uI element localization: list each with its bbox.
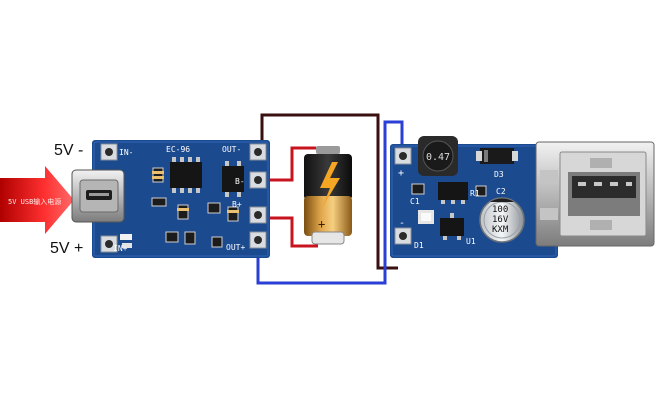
red-wire-b-minus — [250, 146, 316, 182]
silk-out-minus: OUT- — [222, 145, 241, 154]
cap-line-2: 16V — [492, 215, 509, 225]
battery-plus-sign: + — [318, 217, 325, 231]
input-arrow-label: 5V USB输入电源 — [8, 197, 61, 206]
battery: + — [304, 146, 352, 245]
silk-d3: D3 — [494, 170, 504, 179]
silk-ec96: EC-96 — [166, 145, 190, 154]
diode-d3 — [480, 148, 514, 164]
silk-plus: + — [398, 168, 404, 179]
silk-minus: - — [399, 218, 405, 229]
red-wire-b-plus — [250, 216, 318, 248]
silk-in-minus: IN- — [119, 148, 133, 157]
silk-d1: D1 — [414, 241, 424, 250]
boost-ic — [438, 182, 468, 200]
inductor: 0.47 — [418, 136, 458, 176]
wires — [250, 113, 404, 285]
lightning-icon — [320, 162, 340, 208]
blue-wire — [256, 120, 404, 285]
boost-ic-u1 — [440, 218, 464, 236]
boost-board: 0.47 100 16V KXM — [390, 136, 655, 258]
silk-in-plus: IN+ — [113, 244, 128, 253]
charger-ic — [170, 162, 202, 188]
silk-r: R1 — [470, 189, 480, 198]
silk-u1: U1 — [466, 237, 476, 246]
charger-board: IN- EC-96 OUT- B- B+ IN+ OUT+ — [71, 140, 270, 258]
usb-a-port — [535, 141, 655, 247]
electrolytic-capacitor: 100 16V KXM — [479, 197, 525, 243]
cap-line-3: KXM — [492, 225, 509, 235]
protect-ic — [222, 166, 244, 192]
silk-c2: C2 — [496, 187, 506, 196]
silk-out-plus: OUT+ — [226, 243, 245, 252]
input-arrow: 5V USB输入电源 — [0, 166, 74, 234]
silk-c1: C1 — [410, 197, 420, 206]
silk-b-minus: B- — [235, 177, 245, 186]
cap-line-1: 100 — [492, 205, 508, 215]
inductor-label: 0.47 — [426, 152, 450, 163]
label-5v-negative: 5V - — [54, 142, 84, 159]
silk-b-plus: B+ — [232, 200, 242, 209]
micro-usb-connector — [71, 169, 125, 223]
label-5v-positive: 5V + — [50, 240, 84, 257]
